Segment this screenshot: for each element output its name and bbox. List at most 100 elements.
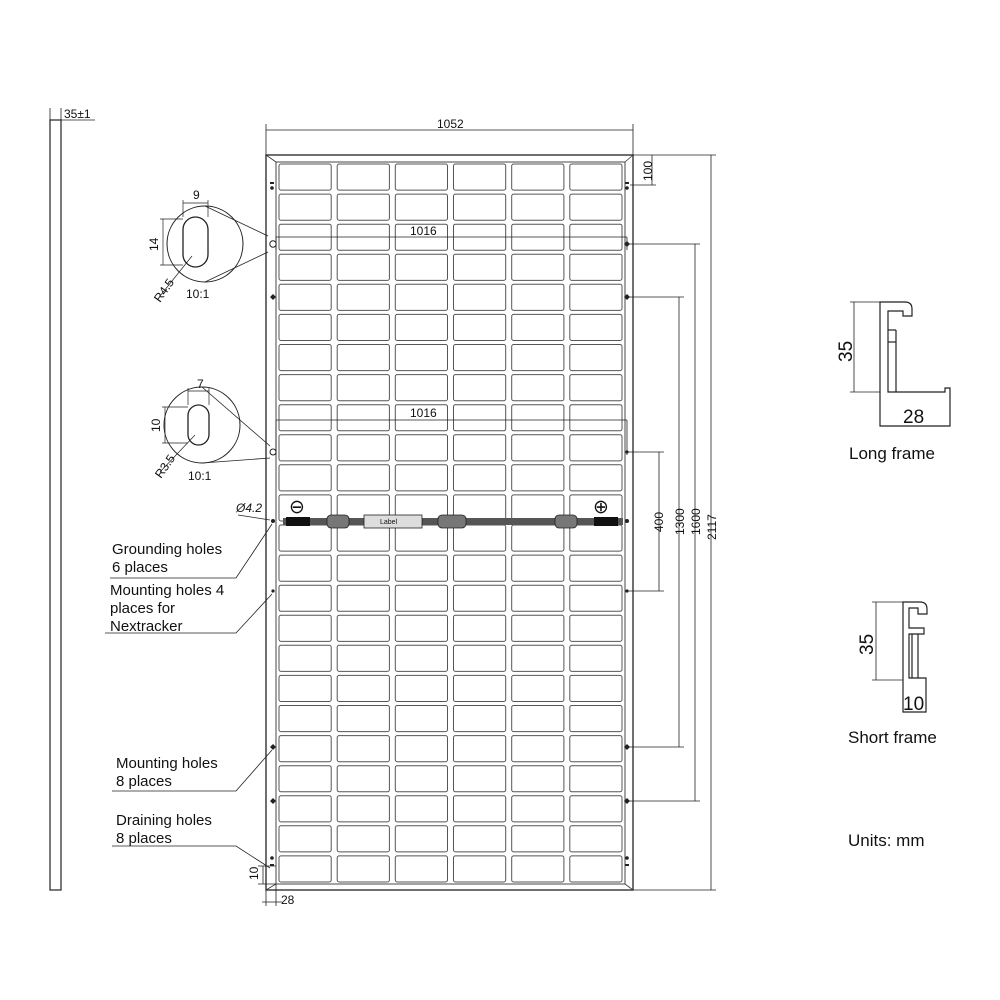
units-label: Units: mm: [848, 831, 925, 850]
ground-hole-dia-label: Ø4.2: [235, 501, 262, 515]
solar-cell: [569, 644, 623, 672]
module-outer-frame: [265, 154, 634, 891]
solar-cell: [453, 765, 507, 793]
callout-grounding: Grounding holes 6 places: [112, 541, 222, 576]
hole-marker: [625, 186, 629, 190]
solar-cell: [278, 735, 332, 763]
solar-cell: [511, 404, 565, 432]
solar-cell: [511, 374, 565, 402]
minus-symbol: ⊖: [289, 497, 305, 518]
solar-cell: [336, 614, 390, 642]
solar-cell: [394, 464, 448, 492]
solar-cell: [511, 464, 565, 492]
solar-cell: [453, 434, 507, 462]
hole-marker: [625, 864, 629, 866]
junction-box-label: [363, 514, 423, 529]
solar-cell: [278, 855, 332, 883]
plus-symbol: ⊕: [593, 497, 609, 518]
solar-cell: [278, 795, 332, 823]
solar-cell: [569, 554, 623, 582]
callout-grounding-line1: Grounding holes: [112, 541, 222, 558]
solar-cell: [511, 253, 565, 281]
solar-cell: [278, 344, 332, 372]
callout-nextracker-line3: Nextracker: [110, 618, 183, 635]
box-label-text: Label: [380, 519, 398, 526]
solar-cell: [394, 825, 448, 853]
dim-1300-label: 1300: [673, 508, 687, 535]
solar-cell: [336, 825, 390, 853]
solar-cell: [336, 313, 390, 341]
solar-cell: [394, 344, 448, 372]
solar-cell: [278, 765, 332, 793]
callout-draining: Draining holes 8 places: [116, 812, 212, 847]
detail-top-height: 14: [147, 237, 161, 251]
inner-dimension-top: [275, 236, 628, 250]
callout-nextracker-line2: places for: [110, 600, 175, 617]
solar-cell: [453, 163, 507, 191]
solar-cell: [394, 674, 448, 703]
solar-cell: [336, 524, 390, 552]
solar-cell: [569, 674, 623, 703]
solar-cell: [336, 735, 390, 763]
solar-cell: [453, 283, 507, 311]
callout-draining-line1: Draining holes: [116, 812, 212, 829]
solar-cell: [394, 644, 448, 672]
hole-marker: [270, 798, 276, 804]
hole-marker: [624, 294, 630, 300]
hole-marker: [625, 450, 629, 454]
solar-cell: [394, 705, 448, 733]
cell-grid: [278, 163, 623, 883]
solar-cell: [569, 193, 623, 221]
junction-box-left: [326, 514, 350, 529]
solar-cell: [278, 825, 332, 853]
solar-cell: [278, 163, 332, 191]
detail-view-top: [159, 200, 269, 297]
solar-cell: [336, 644, 390, 672]
solar-cell: [453, 614, 507, 642]
callout-grounding-line2: 6 places: [112, 559, 168, 576]
solar-cell: [569, 253, 623, 281]
solar-cell: [569, 163, 623, 191]
solar-cell: [453, 374, 507, 402]
solar-cell: [394, 795, 448, 823]
inner-width-mid-label: 1016: [410, 406, 437, 420]
solar-cell: [511, 614, 565, 642]
solar-cell: [278, 705, 332, 733]
callout-mounting-line1: Mounting holes: [116, 755, 218, 772]
long-frame-caption: Long frame: [849, 444, 935, 463]
solar-cell: [394, 283, 448, 311]
solar-cell: [336, 434, 390, 462]
hole-marker: [625, 856, 629, 860]
solar-cell: [336, 193, 390, 221]
solar-cell: [278, 434, 332, 462]
connector-right: [594, 517, 618, 526]
drain-offset-label: 10: [247, 866, 261, 880]
dim-100-label: 100: [641, 161, 655, 181]
solar-cell: [453, 674, 507, 703]
solar-cell: [278, 554, 332, 582]
solar-cell: [394, 614, 448, 642]
solar-cell: [511, 283, 565, 311]
solar-cell: [278, 193, 332, 221]
solar-cell: [278, 464, 332, 492]
solar-cell: [336, 584, 390, 612]
callout-draining-line2: 8 places: [116, 830, 172, 847]
solar-cell: [394, 193, 448, 221]
detail-mid-scale: 10:1: [188, 469, 212, 483]
hole-marker: [270, 186, 274, 190]
inner-dimension-mid: [275, 419, 628, 455]
solar-cell: [453, 795, 507, 823]
solar-cell: [394, 584, 448, 612]
hole-marker: [271, 519, 275, 523]
solar-cell: [511, 644, 565, 672]
solar-cell: [511, 434, 565, 462]
solar-cell: [394, 524, 448, 552]
solar-cell: [453, 584, 507, 612]
side-view: 35±1: [49, 107, 95, 891]
solar-cell: [569, 795, 623, 823]
solar-cell: [278, 313, 332, 341]
solar-cell: [394, 253, 448, 281]
solar-cell: [394, 404, 448, 432]
detail-mid-height: 10: [149, 418, 163, 432]
